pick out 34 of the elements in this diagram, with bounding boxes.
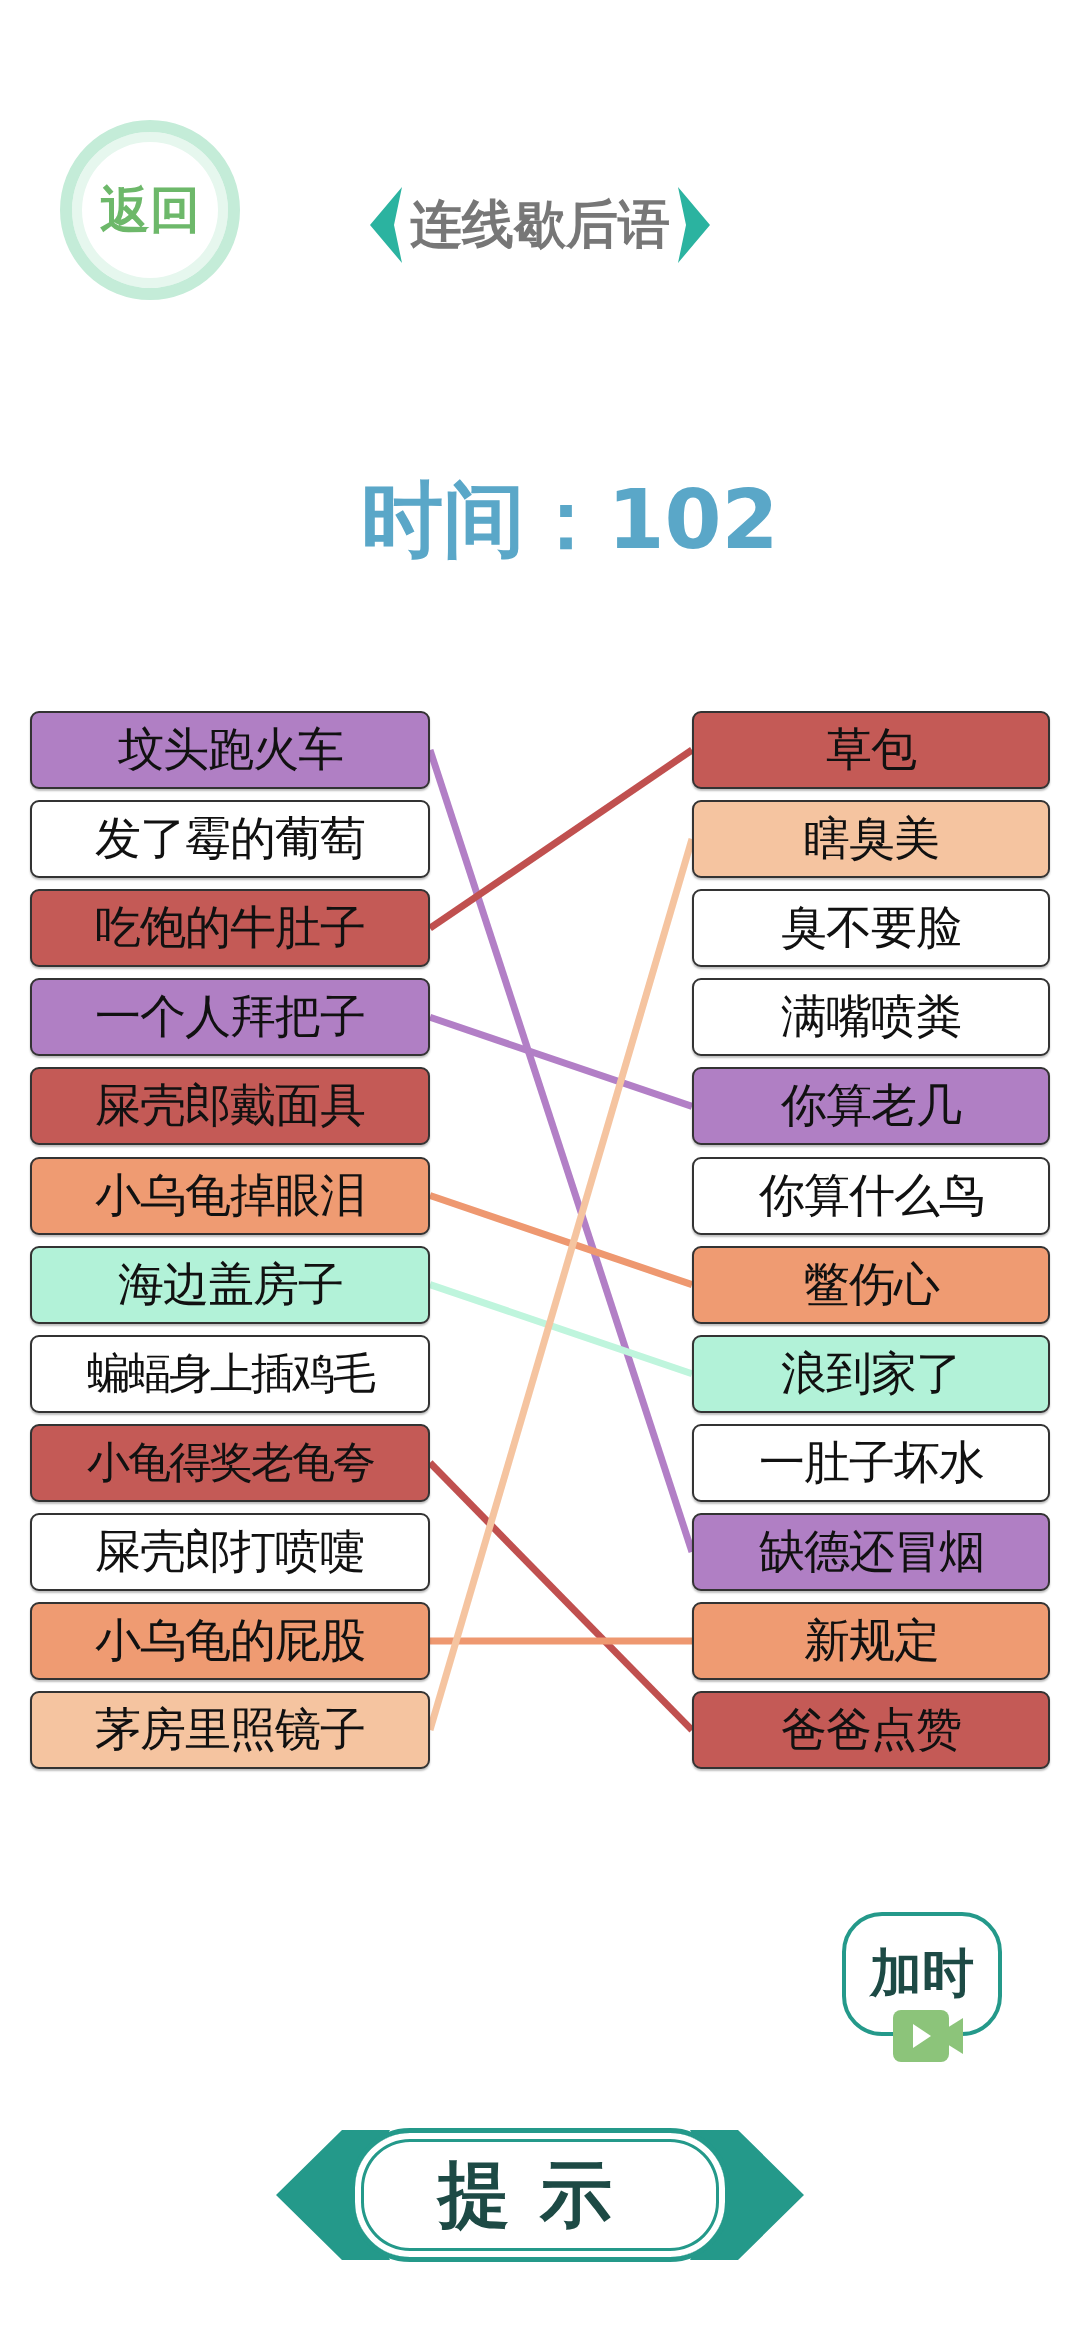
add-time-button: 加时 xyxy=(842,1912,1002,2036)
answer-box: 茅房里照镜子 xyxy=(30,1691,430,1770)
answer-box: 缺德还冒烟 xyxy=(692,1512,1050,1591)
answer-box: 你算什么鸟 xyxy=(692,1156,1050,1235)
timer-text: 时间：102 xyxy=(360,471,780,569)
answer-box: 屎壳郎打喷嚏 xyxy=(30,1512,430,1591)
answer-box: 瞎臭美 xyxy=(692,800,1050,879)
answer-box: 小乌龟掉眼泪 xyxy=(30,1156,430,1235)
answer-box: 吃饱的牛肚子 xyxy=(30,889,430,968)
answer-box: 浪到家了 xyxy=(692,1334,1050,1413)
title: 连线歇后语 xyxy=(410,193,670,256)
answer-box: 蝙蝠身上插鸡毛 xyxy=(30,1334,430,1413)
answer-box: 小龟得奖老龟夸 xyxy=(30,1423,430,1502)
answer-box: 鳖伤心 xyxy=(692,1245,1050,1324)
connecting-line xyxy=(428,1192,694,1288)
connecting-line xyxy=(428,1014,694,1110)
answer-box: 坟头跑火车 xyxy=(30,711,430,789)
connecting-line xyxy=(428,1281,694,1377)
answer-box: 新规定 xyxy=(692,1602,1050,1680)
connecting-line xyxy=(430,1637,692,1645)
answer-box: 草包 xyxy=(692,711,1050,789)
answer-box: 爸爸点赞 xyxy=(692,1691,1050,1770)
answer-box: 小乌龟的屁股 xyxy=(30,1602,430,1680)
answer-box: 你算老几 xyxy=(692,1067,1050,1146)
answer-box: 满嘴喷粪 xyxy=(692,978,1050,1057)
answer-box: 臭不要脸 xyxy=(692,889,1050,968)
answer-box: 屎壳郎戴面具 xyxy=(30,1067,430,1146)
answer-box: 发了霉的葡萄 xyxy=(30,800,430,879)
hint-button: 提示 xyxy=(350,2128,730,2262)
connecting-line xyxy=(428,747,694,932)
answer-box: 一肚子坏水 xyxy=(692,1423,1050,1502)
answer-box: 海边盖房子 xyxy=(30,1245,430,1324)
answer-box: 一个人拜把子 xyxy=(30,978,430,1057)
back-button: 返回 xyxy=(60,120,240,300)
